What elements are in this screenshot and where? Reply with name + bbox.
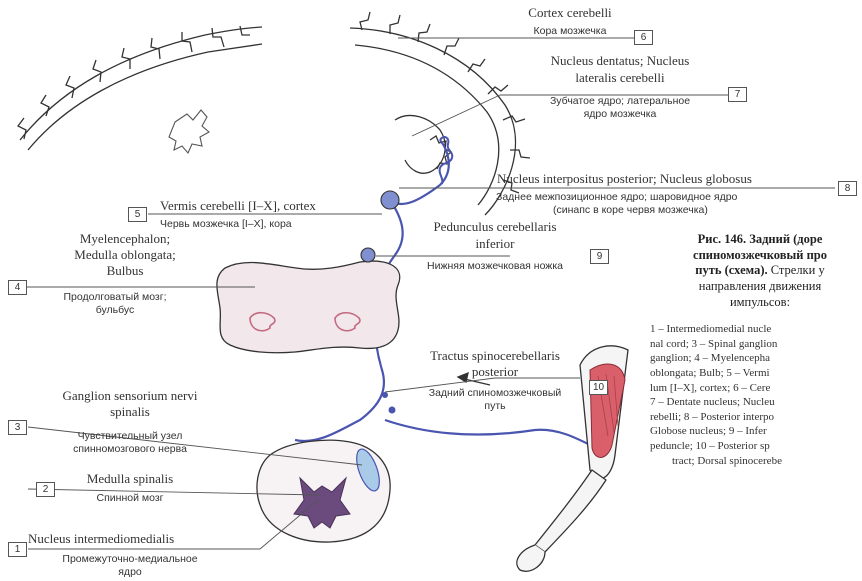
label-5-latin: Vermis cerebelli [I–X], cortex [160,199,316,214]
label-9-latin-2: inferior [400,237,590,252]
label-9-russian: Нижняя мозжечковая ножка [400,260,590,272]
label-1-latin: Nucleus intermediomedialis [28,532,174,547]
number-2: 2 [36,482,55,497]
label-4-latin-1: Myelencephalon; [50,232,200,247]
label-8-latin: Nucleus interpositus posterior; Nucleus … [497,172,752,187]
label-4-latin-2: Medulla oblongata; [50,248,200,263]
label-4-latin-3: Bulbus [50,264,200,279]
legend-line: 1 – Intermediomedial nucle [650,322,862,337]
legend-line: ganglion; 4 – Myelencepha [650,351,862,366]
number-7: 7 [728,87,747,102]
legend-line: tract; Dorsal spinocerebe [650,454,862,469]
number-6: 6 [634,30,653,45]
label-1-russian-1: Промежуточно-медиальное [30,553,230,565]
label-1-russian-2: ядро [30,566,230,578]
cerebellar-white-matter-left [169,110,209,153]
globose-nucleus [381,191,399,209]
label-4-russian-1: Продолговатый мозг; [30,291,200,303]
label-2-latin: Medulla spinalis [40,472,220,487]
label-7-latin-1: Nucleus dentatus; Nucleus [520,54,720,69]
cerebellar-cortex-left [18,26,262,150]
legend-line: oblongata; Bulb; 5 – Vermi [650,366,862,381]
peduncle-marker [361,248,375,262]
number-5: 5 [128,207,147,222]
label-6-latin: Cortex cerebelli [510,6,630,21]
label-10-russian-1: Задний спиномозжечковый [405,387,585,399]
legend-line: lum [I–X], cortex; 6 – Cere [650,381,862,396]
label-7-latin-2: lateralis cerebelli [520,71,720,86]
number-1: 1 [8,542,27,557]
label-10-latin-1: Tractus spinocerebellaris [405,349,585,364]
caption-line-5: импульсов: [640,295,862,311]
label-9-latin-1: Pedunculus cerebellaris [400,220,590,235]
label-3-russian-2: спинномозгового нерва [40,443,220,455]
number-8: 8 [838,181,857,196]
legend-line: Globose nucleus; 9 – Infer [650,424,862,439]
caption-line-4: направления движения [640,279,862,295]
label-3-russian-1: Чувствительный узел [40,430,220,442]
number-3: 3 [8,420,27,435]
figure-caption: Рис. 146. Задний (доре спиномозжечковый … [640,232,862,310]
legend-line: rebelli; 8 – Posterior interpo [650,410,862,425]
label-10-latin-2: posterior [405,365,585,380]
caption-line-2: спиномозжечковый про [693,248,827,262]
label-10-russian-2: путь [405,400,585,412]
axon-marker [389,407,396,414]
number-4: 4 [8,280,27,295]
label-3-latin-1: Ganglion sensorium nervi [40,389,220,404]
figure-legend: 1 – Intermediomedial nucle nal cord; 3 –… [650,322,862,468]
caption-line-3-rest: Стрелки у [768,263,825,277]
label-2-russian: Спинной мозг [40,492,220,504]
caption-line-1: Рис. 146. Задний (доре [698,232,823,246]
legend-line: 7 – Dentate nucleus; Nucleu [650,395,862,410]
legend-line: nal cord; 3 – Spinal ganglion [650,337,862,352]
number-9: 9 [590,249,609,264]
label-8-russian-1: Заднее межпозиционное ядро; шаровидное я… [496,191,737,203]
legend-line: peduncle; 10 – Posterior sp [650,439,862,454]
label-4-russian-2: бульбус [30,304,200,316]
label-6-russian: Кора мозжечка [510,25,630,37]
label-8-russian-2: (синапс в коре червя мозжечка) [553,204,708,216]
number-10: 10 [589,380,608,395]
label-5-russian: Червь мозжечка [I–X], кора [160,218,292,230]
label-3-latin-2: spinalis [40,405,220,420]
caption-line-3-bold: путь (схема). [695,263,767,277]
label-7-russian-1: Зубчатое ядро; латеральное [520,95,720,107]
label-7-russian-2: ядро мозжечка [520,108,720,120]
medulla-oblongata [217,261,400,353]
